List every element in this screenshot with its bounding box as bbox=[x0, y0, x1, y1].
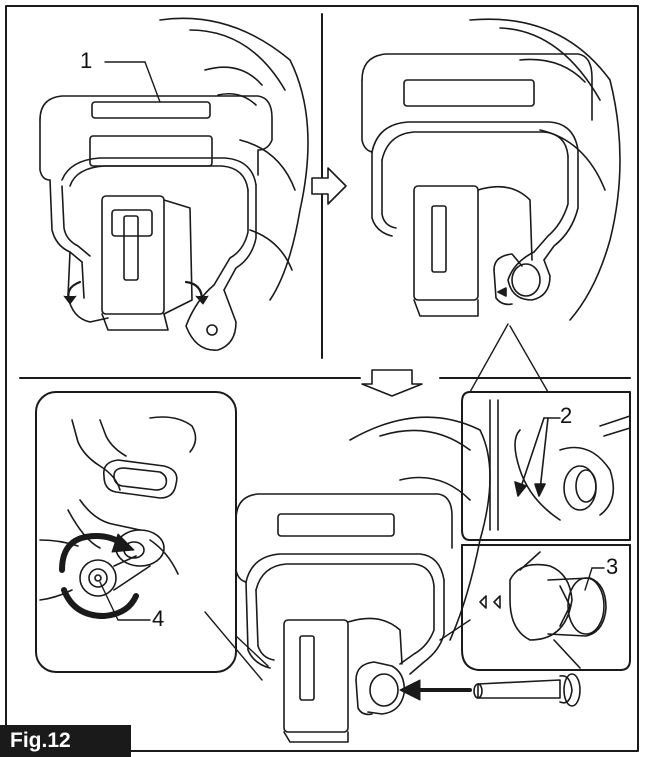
arrow-down-icon bbox=[361, 369, 423, 397]
figure-border bbox=[5, 5, 639, 752]
step-3-illustration bbox=[235, 416, 581, 743]
callout-2: 2 bbox=[560, 403, 573, 428]
arrow-right-icon bbox=[311, 167, 347, 205]
figure-label: Fig.12 bbox=[0, 725, 131, 757]
callout-1: 1 bbox=[80, 48, 93, 73]
pin-detail-inset-bottom bbox=[461, 544, 631, 671]
rotate-arrow-icon bbox=[111, 533, 135, 553]
callout-4: 4 bbox=[152, 606, 165, 631]
callout-3: 3 bbox=[606, 554, 619, 579]
arrow-left-icon bbox=[399, 679, 421, 701]
step-2-illustration bbox=[361, 18, 621, 393]
pin-detail-inset-top bbox=[461, 391, 631, 541]
step-1-illustration bbox=[39, 17, 309, 351]
rotation-detail-inset bbox=[35, 391, 237, 673]
